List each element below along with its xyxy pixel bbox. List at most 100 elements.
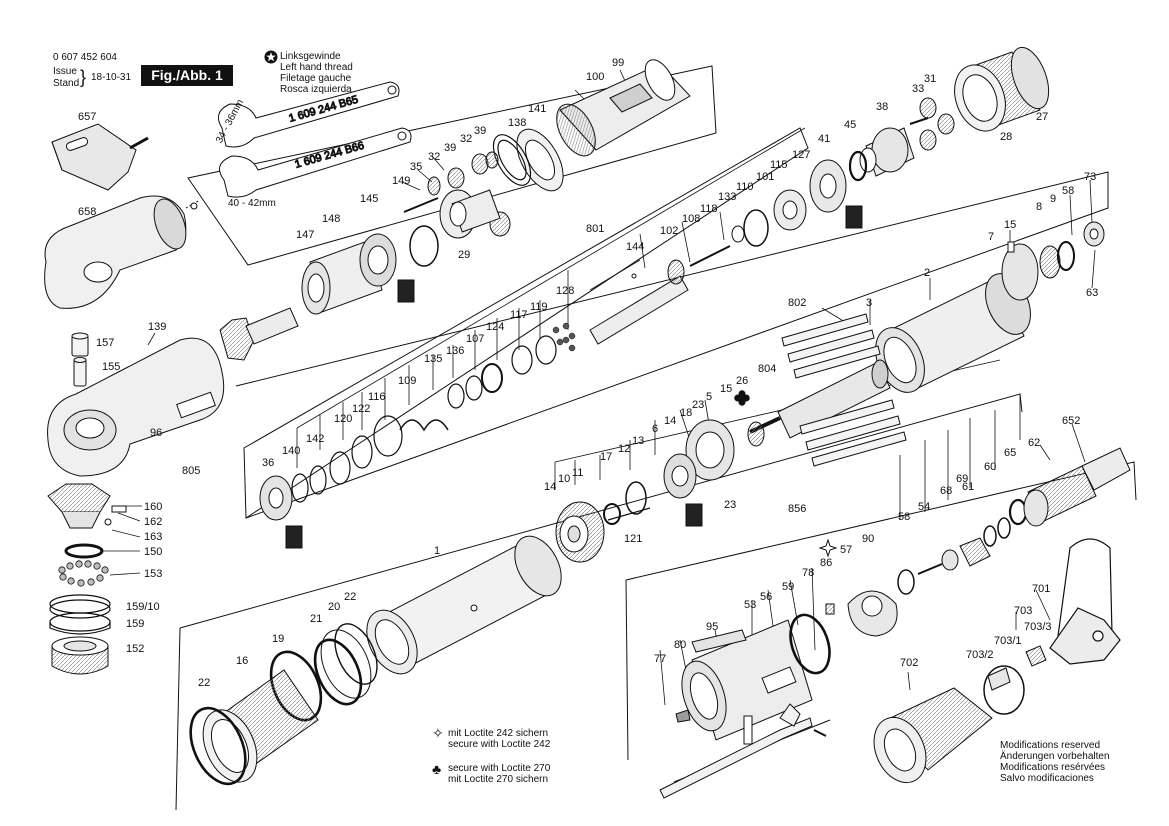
modifications-note: Modifications reserved Änderungen vorbeh… [1000, 740, 1110, 784]
part-59-oring [789, 613, 831, 675]
svg-text:10: 10 [558, 473, 570, 485]
svg-text:19: 19 [272, 633, 284, 645]
svg-text:56: 56 [760, 591, 772, 603]
svg-text:31: 31 [924, 73, 936, 85]
clover-icon: ♣ [432, 761, 442, 777]
svg-text:86: 86 [820, 557, 832, 569]
wrench-size-lower: 40 - 42mm [228, 198, 276, 209]
svg-text:801: 801 [586, 223, 604, 235]
svg-text:152: 152 [126, 643, 144, 655]
svg-text:96: 96 [150, 427, 162, 439]
part-20-21-22-19-rings [269, 623, 378, 722]
svg-text:142: 142 [306, 433, 324, 445]
svg-text:65: 65 [1004, 447, 1016, 459]
part-144-102-shaft [589, 245, 731, 345]
part-78-lever [659, 703, 827, 799]
part-657-key [51, 123, 149, 191]
part-128-balls [552, 322, 576, 352]
part-701-hanger [1049, 538, 1121, 665]
part-28-27-ring-gear [954, 46, 1050, 132]
svg-text:59: 59 [782, 581, 794, 593]
part-159-rings [49, 594, 111, 635]
svg-text:45: 45 [844, 119, 856, 131]
part-702-exhaust [873, 687, 993, 784]
svg-text:703: 703 [1014, 605, 1032, 617]
svg-text:58: 58 [898, 511, 910, 523]
part-150-oring [64, 543, 104, 559]
part-658-angle-head [44, 195, 201, 309]
part-22-lower-ring [189, 706, 247, 786]
svg-text:3: 3 [866, 297, 872, 309]
svg-text:856: 856 [788, 503, 806, 515]
svg-text:110: 110 [736, 181, 754, 193]
four-point-star-icon: ✧ [432, 725, 444, 741]
svg-text:119: 119 [530, 301, 548, 313]
stand-label: Stand [53, 78, 80, 89]
svg-text:36: 36 [262, 457, 274, 469]
frame-gear-assembly [243, 127, 809, 519]
frame-lower-left [175, 627, 181, 811]
part-157-155-pins [71, 332, 89, 387]
part-14-10-11-sleeve [555, 501, 605, 563]
svg-text:60: 60 [984, 461, 996, 473]
svg-text:703/1: 703/1 [994, 635, 1022, 647]
loctite-242-line: mit Loctite 242 sichern [448, 728, 549, 739]
svg-text:27: 27 [1036, 111, 1048, 123]
svg-text:32: 32 [428, 151, 440, 163]
thread-legend-line: Left hand thread [280, 62, 353, 73]
svg-text:703/3: 703/3 [1024, 621, 1052, 633]
frame-head-assembly [187, 65, 717, 266]
svg-text:702: 702 [900, 657, 918, 669]
part-80-nozzle [675, 709, 691, 723]
svg-text:8: 8 [1036, 201, 1042, 213]
svg-text:68: 68 [940, 485, 952, 497]
svg-text:11: 11 [572, 467, 583, 479]
svg-text:144: 144 [626, 241, 644, 253]
svg-text:108: 108 [682, 213, 700, 225]
part-160-bevel-gear [47, 483, 127, 529]
svg-text:2: 2 [924, 267, 930, 279]
frame-handle-assembly [179, 393, 1023, 629]
loctite-270-line: secure with Loctite 270 [448, 763, 551, 774]
svg-text:117: 117 [510, 309, 528, 321]
modifications-line: Modifications resérvées [1000, 762, 1106, 773]
svg-text:20: 20 [328, 601, 340, 613]
svg-text:118: 118 [700, 203, 718, 215]
part-number: 0 607 452 604 [53, 52, 117, 63]
part-703-fittings [983, 645, 1047, 715]
svg-text:149: 149 [392, 175, 410, 187]
svg-text:18: 18 [680, 407, 692, 419]
svg-text:658: 658 [78, 206, 96, 218]
part-149-pin-and-145-ring [403, 197, 439, 267]
issue-label: Issue [53, 66, 77, 77]
part-652-62-inlet [1023, 447, 1131, 527]
svg-text:136: 136 [446, 345, 464, 357]
loctite-270-note: secure with Loctite 270 mit Loctite 270 … [448, 763, 550, 785]
svg-text:701: 701 [1032, 583, 1050, 595]
frame-valve-left [625, 579, 629, 761]
part-7-8-9-endplate [1001, 221, 1105, 301]
svg-text:16: 16 [236, 655, 248, 667]
part-95-label [691, 629, 747, 653]
svg-text:139: 139 [148, 321, 166, 333]
svg-text:57: 57 [840, 544, 852, 556]
svg-text:122: 122 [352, 403, 370, 415]
svg-text:58: 58 [1062, 185, 1074, 197]
part-1-handle [366, 535, 562, 675]
svg-text:101: 101 [756, 171, 774, 183]
svg-text:99: 99 [612, 57, 624, 69]
modifications-line: Änderungen vorbehalten [1000, 751, 1110, 762]
svg-text:804: 804 [758, 363, 776, 375]
svg-text:69: 69 [956, 473, 968, 485]
part-58-54-68-69-valve [897, 498, 1028, 595]
frame-valve-assembly [625, 461, 1137, 581]
svg-text:153: 153 [144, 568, 162, 580]
svg-text:121: 121 [624, 533, 642, 545]
svg-text:157: 157 [96, 337, 114, 349]
svg-text:32: 32 [460, 133, 472, 145]
svg-text:102: 102 [660, 225, 678, 237]
svg-text:162: 162 [144, 516, 162, 528]
svg-text:124: 124 [486, 321, 504, 333]
svg-text:159: 159 [126, 618, 144, 630]
svg-text:147: 147 [296, 229, 314, 241]
